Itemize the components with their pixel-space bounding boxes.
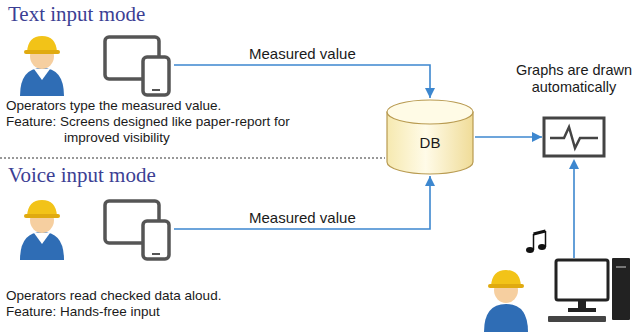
arrow-head <box>425 88 435 98</box>
device-icon <box>102 32 174 98</box>
data-flow-connector <box>475 132 542 142</box>
graph-display-node: Graphs are drawn automatically <box>514 62 634 160</box>
feature-note: Feature: Screens designed like paper-rep… <box>6 114 306 146</box>
operator-icon <box>12 28 72 96</box>
view-arrow <box>569 159 579 258</box>
mode-heading: Voice input mode <box>8 163 156 187</box>
operator-note: Operators type the measured value. <box>6 98 221 114</box>
connector-line <box>174 176 430 229</box>
arrow-head <box>425 176 435 186</box>
music-note <box>526 231 546 253</box>
operator-icon <box>12 192 72 260</box>
graph-caption: Graphs are drawn automatically <box>514 62 634 96</box>
mode-heading: Text input mode <box>8 2 145 26</box>
separator-line <box>0 158 385 159</box>
device-icon <box>102 196 174 262</box>
flow-label: Measured value <box>249 45 356 62</box>
operator-note: Operators read checked data aloud. <box>6 288 221 304</box>
flow-label: Measured value <box>249 209 356 226</box>
pc-operator <box>484 231 630 332</box>
database-label: DB <box>385 134 475 152</box>
connector-line <box>475 136 542 138</box>
data-flow-connector <box>174 176 435 229</box>
database-node: DB <box>385 98 475 176</box>
graph-monitor <box>542 116 606 158</box>
connector-line <box>174 65 430 98</box>
data-flow-connector <box>174 65 435 98</box>
feature-note: Feature: Hands-free input <box>6 304 306 320</box>
arrow-head <box>532 132 542 142</box>
